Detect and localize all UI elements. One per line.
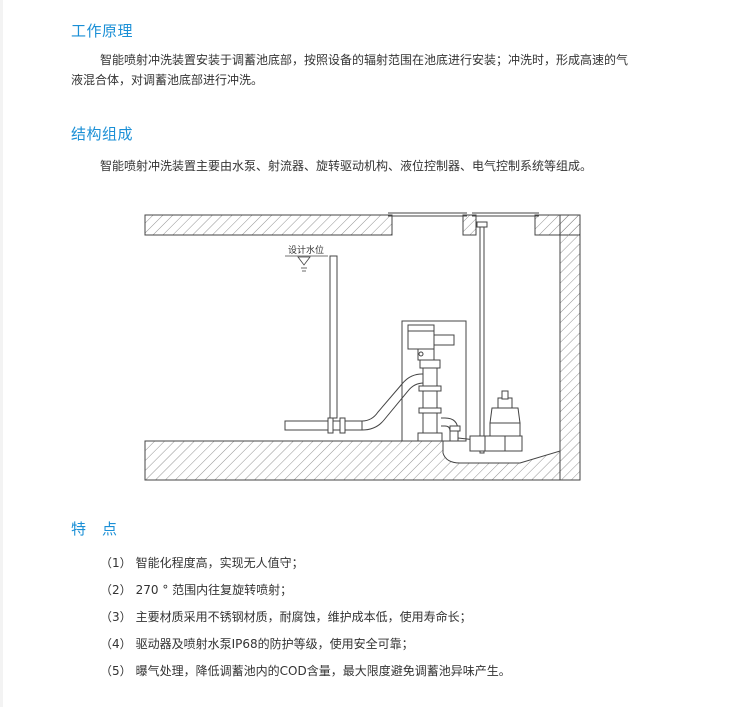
water-level-label: 设计水位: [288, 244, 324, 256]
section-title-structure: 结构组成: [71, 125, 134, 143]
feature-number: （4）: [100, 637, 132, 651]
section-title-features: 特 点: [71, 520, 118, 538]
feature-item-2: （2）270 ° 范围内往复旋转喷射；: [100, 582, 292, 598]
feature-number: （1）: [100, 556, 132, 570]
pump-guide-rail: [476, 221, 488, 454]
connection-pipe: [361, 369, 432, 431]
principle-text-line-2: 液混合体，对调蓄池底部进行冲洗。: [71, 73, 264, 87]
principle-text-line-1: 智能喷射冲洗装置安装于调蓄池底部，按照设备的辐射范围在池底进行安装；冲洗时，形成…: [100, 53, 629, 67]
structure-text: 智能喷射冲洗装置主要由水泵、射流器、旋转驱动机构、液位控制器、电气控制系统等组成…: [100, 159, 593, 173]
feature-text: 曝气处理，降低调蓄池内的COD含量，最大限度避免调蓄池异味产生。: [135, 664, 511, 678]
submersible-pump: [469, 390, 523, 452]
feature-text: 驱动器及喷射水泵IP68的防护等级，使用安全可靠；: [135, 637, 414, 651]
feature-item-3: （3）主要材质采用不锈钢材质，耐腐蚀，维护成本低，使用寿命长；: [100, 609, 472, 625]
access-openings: [388, 212, 539, 217]
feature-item-1: （1）智能化程度高，实现无人值守；: [100, 555, 304, 571]
tank-walls: [144, 214, 581, 481]
water-level-marker: [285, 255, 328, 272]
air-intake-pipe: [329, 255, 338, 419]
feature-item-4: （4）驱动器及喷射水泵IP68的防护等级，使用安全可靠；: [100, 636, 414, 652]
feature-text: 主要材质采用不锈钢材质，耐腐蚀，维护成本低，使用寿命长；: [135, 610, 472, 624]
feature-number: （2）: [100, 583, 132, 597]
feature-number: （3）: [100, 610, 132, 624]
pump-discharge-pipe: [441, 417, 477, 441]
ejector-column: [401, 320, 467, 442]
left-margin-rule: [0, 0, 3, 707]
jet-nozzle-pipe: [284, 417, 363, 434]
rotary-drive-motor: [407, 324, 455, 357]
feature-number: （5）: [100, 664, 132, 678]
feature-text: 智能化程度高，实现无人值守；: [135, 556, 304, 570]
feature-item-5: （5）曝气处理，降低调蓄池内的COD含量，最大限度避免调蓄池异味产生。: [100, 663, 511, 679]
section-title-principle: 工作原理: [71, 22, 134, 40]
feature-text: 270 ° 范围内往复旋转喷射；: [135, 583, 293, 597]
flushing-device-diagram: 设计水位: [144, 212, 581, 481]
